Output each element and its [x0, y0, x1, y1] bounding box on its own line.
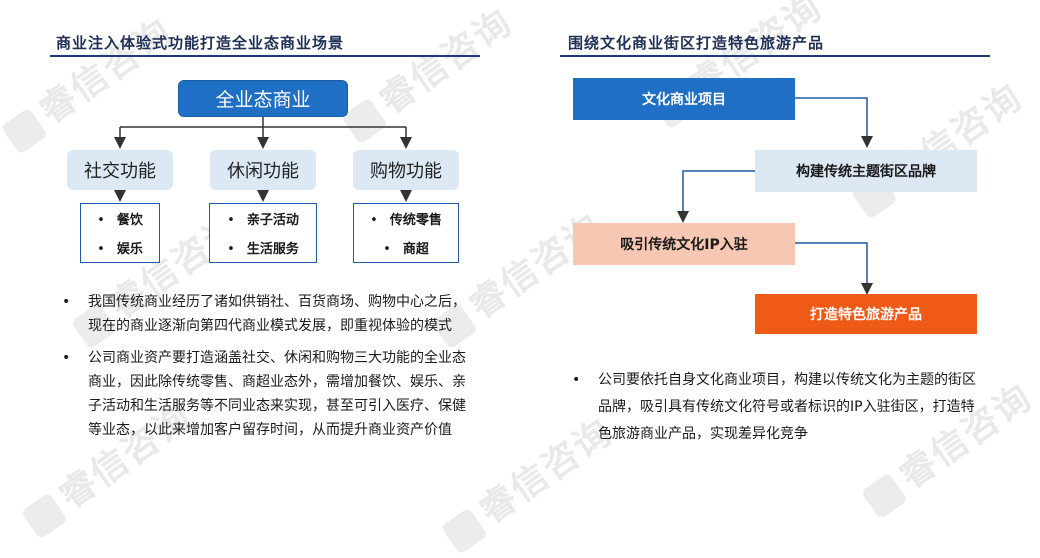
- left-title-rule: [50, 55, 480, 57]
- right-section-title: 围绕文化商业街区打造特色旅游产品: [568, 34, 825, 52]
- list-item: 亲子活动: [227, 209, 299, 228]
- bullet-item: 公司商业资产要打造涵盖社交、休闲和购物三大功能的全业态商业，因此除传统零售、商超…: [58, 346, 473, 442]
- function-node-shopping: 购物功能: [353, 150, 459, 190]
- root-node: 全业态商业: [178, 80, 348, 117]
- right-title-rule: [560, 55, 990, 57]
- social-item-list: 餐饮 娱乐: [80, 203, 160, 263]
- list-item: 传统零售: [370, 209, 442, 228]
- list-item: 生活服务: [227, 238, 299, 257]
- function-node-leisure: 休闲功能: [210, 150, 316, 190]
- bullet-item: 我国传统商业经历了诸如供销社、百货商场、购物中心之后，现在的商业逐渐向第四代商业…: [58, 290, 473, 338]
- connector-lines: [114, 97, 873, 295]
- leisure-item-list: 亲子活动 生活服务: [209, 203, 317, 263]
- flow-step-1: 文化商业项目: [573, 78, 795, 120]
- bullet-item: 公司要依托自身文化商业项目，构建以传统文化为主题的街区品牌，吸引具有传统文化符号…: [568, 367, 978, 448]
- flow-step-2: 构建传统主题街区品牌: [755, 150, 977, 192]
- list-item: 商超: [383, 238, 429, 257]
- shopping-item-list: 传统零售 商超: [353, 203, 459, 263]
- flow-step-3: 吸引传统文化IP入驻: [573, 223, 795, 265]
- list-item: 娱乐: [97, 238, 143, 257]
- left-bullet-list: 我国传统商业经历了诸如供销社、百货商场、购物中心之后，现在的商业逐渐向第四代商业…: [58, 290, 473, 450]
- flow-step-4: 打造特色旅游产品: [755, 294, 977, 334]
- function-node-social: 社交功能: [67, 150, 173, 190]
- right-bullet-list: 公司要依托自身文化商业项目，构建以传统文化为主题的街区品牌，吸引具有传统文化符号…: [568, 367, 978, 456]
- list-item: 餐饮: [97, 209, 143, 228]
- left-section-title: 商业注入体验式功能打造全业态商业场景: [56, 34, 345, 52]
